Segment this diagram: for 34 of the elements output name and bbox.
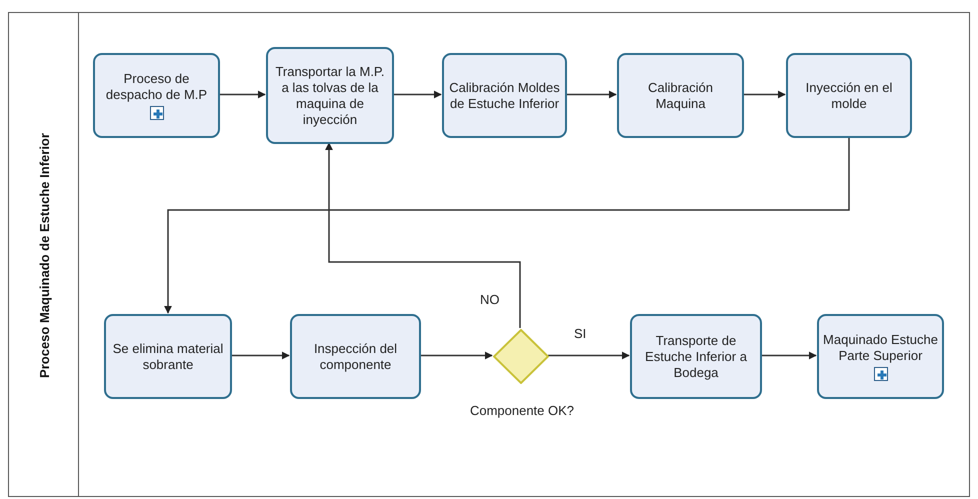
task-label: Proceso de despacho de M.P: [104, 71, 208, 103]
task-label: Transportar la M.P. a las tolvas de la maquina de inyección: [274, 64, 386, 128]
task-box: [630, 314, 762, 399]
sequence-flow-arrow: [164, 137, 850, 314]
task-box: [266, 47, 394, 144]
task-box: [786, 53, 912, 138]
task-label: Inyección en el molde: [804, 80, 894, 112]
gateway-label: Componente OK?: [468, 403, 576, 419]
pool-title: Proceso Maquinado de Estuche Inferior: [36, 133, 52, 378]
task-label: Inspección del componente: [312, 340, 398, 372]
task-box: [442, 53, 567, 138]
task-label: Calibración Maquina: [646, 80, 714, 112]
task-label: Transporte de Estuche Inferior a Bodega: [644, 332, 748, 380]
sequence-flow-arrow: [548, 352, 630, 360]
gateway-diamond: [493, 329, 549, 384]
subprocess-box: [93, 53, 220, 138]
task-box: [290, 314, 421, 399]
edge-label: NO: [478, 292, 502, 307]
sequence-flow-arrow: [420, 352, 493, 360]
sequence-flow-arrow: [219, 90, 266, 98]
sequence-flow-arrow: [761, 352, 817, 360]
task-label: Maquinado Estuche Parte Superior: [823, 332, 938, 364]
pool-lane: [8, 12, 970, 497]
sequence-flow-arrow: [231, 352, 290, 360]
task-box: [617, 53, 744, 138]
task-label: Calibración Moldes de Estuche Inferior: [448, 80, 561, 112]
task-box: [104, 314, 232, 399]
sequence-flow-arrow: [743, 90, 786, 98]
edge-label: SI: [572, 326, 588, 341]
task-label: Se elimina material sobrante: [112, 340, 224, 372]
subprocess-box: [817, 314, 944, 399]
sequence-flow-arrow: [325, 142, 521, 328]
sequence-flow-arrow: [393, 90, 442, 98]
sequence-flow-arrow: [566, 90, 617, 98]
